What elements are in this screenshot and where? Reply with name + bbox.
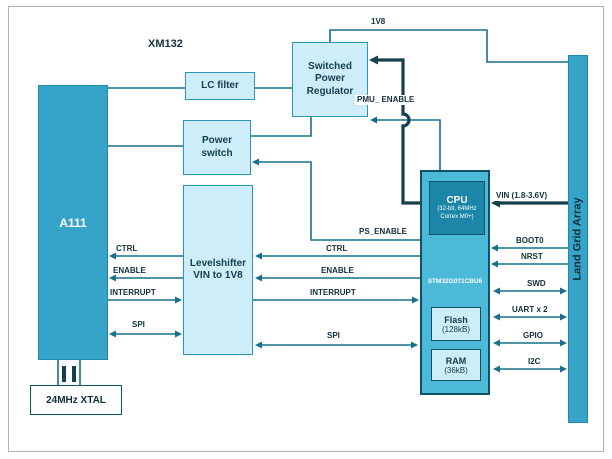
net-label-vin: VIN (1.8-3.6V) — [494, 191, 550, 201]
enable-right-arrow — [255, 274, 262, 282]
net-label-ps-enable: PS_ENABLE — [359, 227, 408, 236]
block-lc-filter: LC filter — [185, 72, 255, 100]
interrupt-left-arrow — [175, 296, 182, 304]
1v8-wire — [329, 29, 568, 63]
swd-arrow-a — [493, 287, 500, 295]
nrst-arrow — [491, 260, 498, 268]
block-switched-power-regulator: Switched Power Regulator — [292, 42, 368, 117]
block-24mhz-xtal: 24MHz XTAL — [30, 385, 122, 415]
cpu-title: CPU — [446, 194, 468, 206]
net-label-interrupt-left: INTERRUPT — [110, 288, 156, 297]
crystal-symbol-bar — [72, 366, 76, 382]
block-ram: RAM (36kB) — [431, 349, 481, 381]
block-lc-filter-label: LC filter — [201, 79, 239, 91]
uart-arrow-a — [493, 313, 500, 321]
pmu-enable-arrow — [370, 116, 377, 124]
spi-left-arrow-a — [109, 330, 116, 338]
net-label-i2c: I2C — [528, 357, 541, 366]
regulator-powerswitch-wire — [251, 117, 312, 137]
net-label-enable-right: ENABLE — [321, 266, 354, 275]
block-stm32-mcu: CPU (32-bit, 64MHz Cortex M0+) STM32G071… — [420, 170, 490, 395]
block-levelshifter: Levelshifter VIN to 1V8 — [183, 185, 253, 355]
net-label-swd: SWD — [527, 279, 546, 288]
module-title: XM132 — [148, 38, 183, 50]
ram-size: (36kB) — [444, 365, 468, 375]
cpu-subtitle: (32-bit, 64MHz Cortex M0+) — [437, 205, 477, 220]
net-label-nrst: NRST — [521, 252, 543, 261]
net-label-enable-left: ENABLE — [113, 266, 146, 275]
block-power-switch-label: Power switch — [201, 135, 233, 159]
ctrl-right-arrow — [255, 252, 262, 260]
net-label-boot0: BOOT0 — [516, 236, 544, 245]
i2c-arrow-a — [493, 365, 500, 373]
block-a111: A111 — [38, 85, 108, 360]
block-regulator-label: Switched Power Regulator — [306, 60, 354, 97]
enable-left-arrow — [109, 274, 116, 282]
spi-right-arrow-a — [255, 341, 262, 349]
block-power-switch: Power switch — [183, 120, 251, 175]
net-label-ctrl-right: CTRL — [326, 244, 348, 253]
block-a111-label: A111 — [59, 215, 87, 230]
vin-regulator-wire — [376, 58, 420, 205]
lga-label: Land Grid Array — [572, 197, 584, 281]
flash-size: (128kB) — [441, 324, 470, 334]
flash-title: Flash — [444, 314, 468, 325]
interrupt-right-arrow — [412, 296, 419, 304]
net-label-ctrl-left: CTRL — [116, 244, 138, 253]
pmu-enable-wire — [374, 119, 441, 170]
gpio-arrow-b — [560, 339, 567, 347]
block-land-grid-array: Land Grid Array — [568, 55, 588, 423]
xtal-label: 24MHz XTAL — [46, 394, 106, 406]
block-levelshifter-label: Levelshifter VIN to 1V8 — [189, 257, 247, 282]
mcu-part-number: STM32G071CBU6 — [427, 278, 483, 285]
vin-regulator-arrow — [369, 55, 378, 65]
block-cpu: CPU (32-bit, 64MHz Cortex M0+) — [429, 181, 485, 235]
spi-left-arrow-b — [175, 330, 182, 338]
ps-enable-arrow — [252, 158, 259, 166]
net-label-spi-right: SPI — [327, 331, 340, 340]
ram-title: RAM — [445, 355, 467, 366]
diagram-frame — [8, 6, 604, 452]
ps-enable-wire — [258, 161, 420, 241]
ctrl-left-arrow — [109, 252, 116, 260]
i2c-arrow-b — [560, 365, 567, 373]
net-label-spi-left: SPI — [132, 320, 145, 329]
block-flash: Flash (128kB) — [431, 307, 481, 341]
net-label-1v8: 1V8 — [369, 17, 388, 27]
net-label-gpio: GPIO — [523, 331, 544, 340]
uart-arrow-b — [560, 313, 567, 321]
swd-arrow-b — [560, 287, 567, 295]
gpio-arrow-a — [493, 339, 500, 347]
spi-right-arrow-b — [411, 341, 418, 349]
net-label-uart: UART x 2 — [512, 305, 548, 314]
net-label-pmu-enable: PMU_ ENABLE — [355, 95, 417, 105]
net-label-interrupt-right: INTERRUPT — [310, 288, 356, 297]
crystal-symbol-bar — [62, 366, 66, 382]
boot0-arrow — [491, 244, 498, 252]
